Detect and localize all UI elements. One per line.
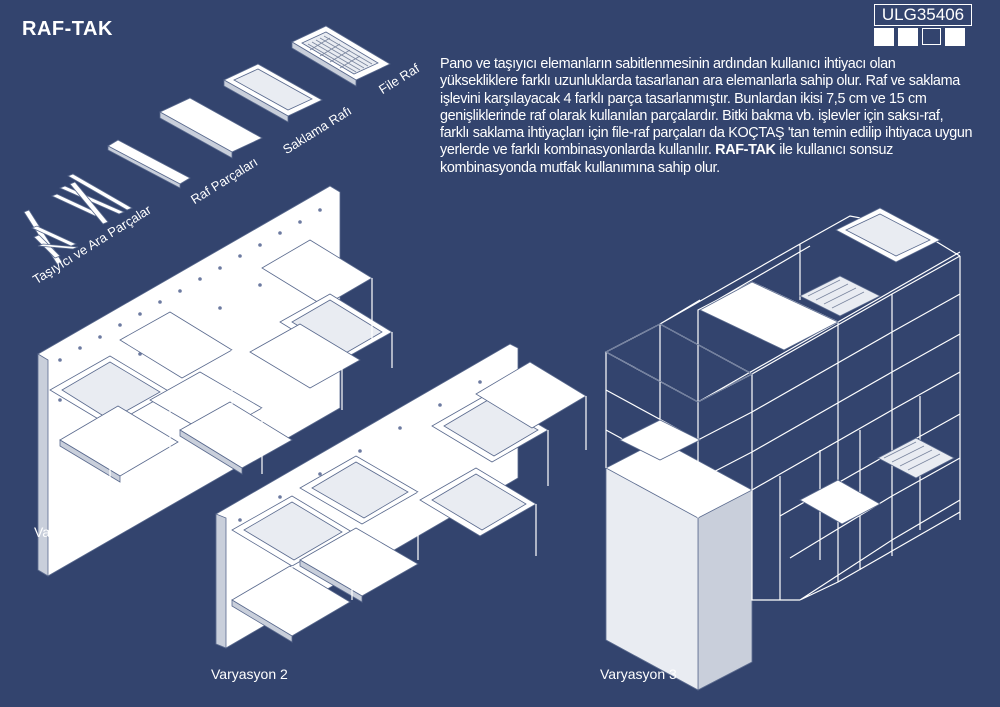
variation-1-drawing — [37, 185, 393, 577]
page-title: RAF-TAK — [22, 18, 113, 40]
description-text: Pano ve taşıyıcı elemanların sabitlenmes… — [440, 56, 975, 177]
carrier-parts-drawing — [23, 173, 133, 265]
description-brand: RAF-TAK — [715, 142, 776, 159]
label-variation-2: Varyasyon 2 — [211, 666, 288, 682]
variation-3-drawing — [604, 207, 961, 691]
code-square — [898, 28, 918, 46]
label-variation-1: Varyasyon 1 — [34, 524, 111, 540]
file-shelf-drawing — [291, 25, 391, 87]
storage-shelf-drawing — [223, 63, 323, 123]
description-part1: Pano ve taşıyıcı elemanların sabitlenmes… — [440, 56, 973, 159]
variation-2-drawing — [215, 343, 587, 649]
label-variation-3: Varyasyon 3 — [600, 666, 677, 682]
code-squares — [874, 28, 965, 46]
description-part2: ile kullanıcı sonsuz kombinasyonda mutfa… — [440, 142, 894, 176]
code-square-empty — [922, 28, 941, 45]
sheet-code: ULG35406 — [874, 4, 972, 26]
code-square — [874, 28, 894, 46]
code-square — [945, 28, 965, 46]
shelf-parts-drawing — [107, 97, 263, 189]
